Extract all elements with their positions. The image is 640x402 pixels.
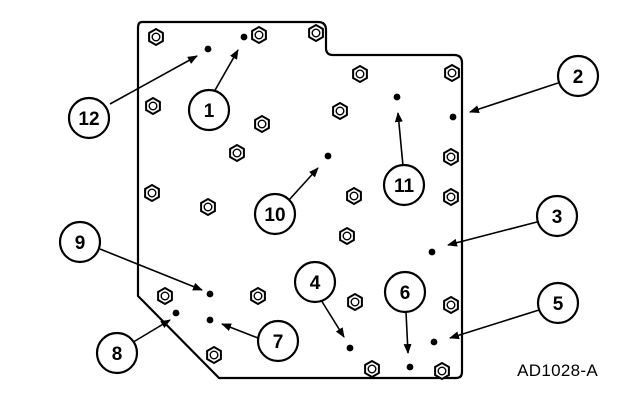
passage-hole-1 [204, 45, 212, 53]
leader-3 [447, 221, 538, 247]
bolt-8 [332, 101, 348, 121]
bolt-15 [339, 226, 355, 246]
bolt-21 [364, 359, 380, 379]
callout-8-label: 8 [112, 344, 123, 365]
bolt-17 [250, 286, 266, 306]
leader-7 [221, 323, 259, 339]
callout-8: 8 [95, 331, 139, 375]
figure-id: AD1028-A [517, 361, 598, 380]
bolt-5 [444, 63, 460, 83]
passage-hole-11 [430, 338, 438, 346]
passage-hole-6 [428, 248, 436, 256]
callout-5: 5 [536, 281, 580, 325]
callout-2: 2 [556, 54, 600, 98]
callout-4-label: 4 [310, 273, 321, 294]
callout-1-label: 1 [204, 101, 215, 122]
leader-12 [109, 55, 198, 105]
callout-12: 12 [67, 96, 111, 140]
passage-hole-4 [393, 93, 401, 101]
leader-1 [213, 49, 239, 93]
passage-hole-3 [449, 113, 457, 121]
leader-11 [394, 112, 404, 167]
bolt-22 [434, 361, 450, 381]
callout-6: 6 [383, 270, 427, 314]
callout-11: 11 [382, 163, 426, 207]
bolt-group [144, 23, 460, 381]
passage-hole-8 [172, 309, 180, 317]
callout-9-label: 9 [75, 233, 86, 254]
callout-12-label: 12 [78, 109, 99, 130]
passage-hole-7 [206, 290, 214, 298]
callout-11-label: 11 [394, 176, 415, 197]
callout-4: 4 [293, 260, 337, 304]
bolt-13 [346, 186, 362, 206]
leader-5 [449, 309, 540, 340]
passage-hole-2 [240, 33, 248, 41]
bolt-18 [347, 292, 363, 312]
callout-6-label: 6 [400, 283, 411, 304]
passage-hole-10 [346, 344, 354, 352]
callout-9: 9 [58, 220, 102, 264]
callout-7: 7 [256, 319, 300, 363]
bolt-6 [145, 96, 161, 116]
bolt-14 [443, 187, 459, 207]
bolt-9 [229, 143, 245, 163]
leader-6 [403, 311, 412, 354]
passage-hole-12 [406, 363, 414, 371]
bolt-11 [144, 183, 160, 203]
bolt-12 [200, 197, 216, 217]
callout-3: 3 [535, 194, 579, 238]
passage-hole-9 [206, 316, 214, 324]
bolt-2 [251, 25, 267, 45]
leader-8 [129, 319, 171, 345]
callout-10-label: 10 [264, 205, 285, 226]
passage-hole-5 [324, 152, 332, 160]
bolt-4 [352, 64, 368, 84]
callout-3-label: 3 [552, 207, 563, 228]
leader-lines [99, 49, 559, 354]
leader-2 [469, 82, 559, 113]
bolt-1 [148, 27, 164, 47]
callout-2-label: 2 [573, 67, 584, 88]
bolt-20 [206, 345, 222, 365]
hole-group [172, 33, 457, 371]
bolt-10 [443, 147, 459, 167]
bolt-16 [157, 286, 173, 306]
bolt-7 [254, 114, 270, 134]
leader-4 [320, 299, 345, 338]
callout-10: 10 [253, 192, 297, 236]
callout-7-label: 7 [273, 332, 284, 353]
bolt-19 [443, 295, 459, 315]
callout-5-label: 5 [553, 294, 564, 315]
bolt-3 [308, 23, 324, 43]
leader-10 [288, 167, 319, 201]
callout-1: 1 [187, 88, 231, 132]
leader-9 [99, 248, 203, 291]
